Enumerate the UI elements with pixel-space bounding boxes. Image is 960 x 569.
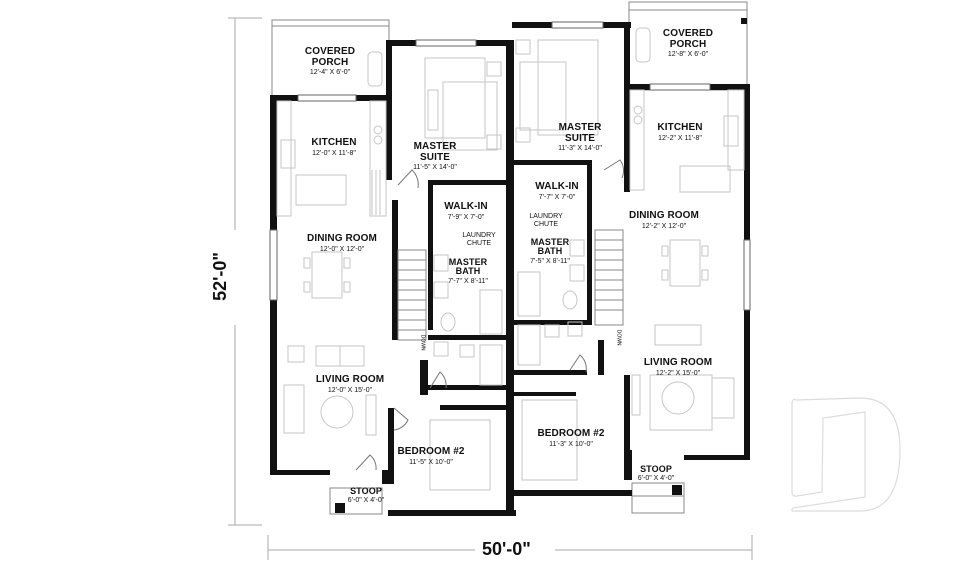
room-name: LIVING ROOM: [643, 357, 713, 368]
room-name: PORCH: [311, 56, 349, 68]
room-name: BATH: [455, 266, 481, 277]
room-name: PORCH: [669, 38, 707, 50]
room-label-right-master-bath: MASTER BATH 7'-5" X 8'-11": [530, 237, 570, 265]
label-text: CHUTE: [466, 239, 492, 247]
room-label-left-kitchen: KITCHEN 12'-0" X 11'-8": [311, 137, 357, 157]
room-dimensions: 12'-8" X 6'-0": [667, 51, 709, 58]
room-label-left-walk-in: WALK-IN 7'-9" X 7'-0": [444, 201, 488, 221]
stair-down-label-right: DOWN: [615, 329, 622, 346]
room-label-right-master-suite: MASTER SUITE 11'-3" X 14'-0": [558, 122, 602, 152]
label-text: LAUNDRY: [462, 232, 496, 239]
room-name: MASTER: [558, 122, 602, 133]
stair-down-label-left: DOWN: [419, 334, 426, 351]
windows: [269, 21, 751, 311]
room-name: COVERED: [662, 28, 714, 39]
room-dimensions: 7'-7" X 7'-0": [538, 193, 576, 201]
room-dimensions: 12'-0" X 15'-0": [327, 386, 373, 394]
room-dimensions: 12'-2" X 11'-8": [658, 134, 702, 142]
room-name: KITCHEN: [657, 122, 703, 133]
room-label-right-stoop: STOOP 6'-0" X 4'-0": [637, 464, 675, 483]
room-dimensions: 12'-0" X 11'-8": [312, 149, 356, 157]
room-dimensions: 11'-3" X 10'-0": [549, 440, 593, 448]
room-name: WALK-IN: [535, 181, 579, 192]
label-text: DOWN: [419, 334, 426, 351]
room-dimensions: 6'-0" X 4'-0": [637, 475, 675, 483]
door-swings: [355, 159, 625, 471]
label-left-laundry-chute: LAUNDRY CHUTE: [462, 232, 495, 247]
room-name: STOOP: [350, 486, 382, 496]
overall-depth-dimension: 52'-0": [209, 252, 230, 301]
room-dimensions: 11'-3" X 14'-0": [558, 145, 602, 152]
room-name: STOOP: [640, 464, 672, 474]
room-label-right-covered-porch: COVERED PORCH 12'-8" X 6'-0": [662, 28, 714, 58]
room-label-left-bedroom-2: BEDROOM #2 11'-5" X 10'-0": [397, 446, 465, 466]
label-right-laundry-chute: LAUNDRY CHUTE: [529, 213, 562, 228]
room-name: SUITE: [565, 132, 595, 144]
room-label-left-covered-porch: COVERED PORCH 12'-4" X 6'-0": [304, 46, 356, 76]
label-text: LAUNDRY: [529, 213, 563, 220]
room-dimensions: 7'-9" X 7'-0": [447, 213, 485, 221]
furniture: [276, 27, 745, 491]
room-name: MASTER: [448, 257, 488, 267]
room-name: MASTER: [413, 141, 457, 152]
room-dimensions: 12'-2" X 12'-0": [641, 222, 687, 230]
room-label-right-living-room: LIVING ROOM 12'-2" X 15'-0": [643, 357, 713, 377]
overall-width-dimension: 50'-0": [482, 539, 531, 559]
room-dimensions: 7'-7" X 8'-11": [448, 277, 488, 285]
room-name: SUITE: [420, 151, 450, 163]
room-dimensions: 7'-5" X 8'-11": [530, 257, 570, 265]
room-name: BEDROOM #2: [397, 446, 465, 457]
room-name: LIVING ROOM: [315, 374, 385, 385]
room-label-right-dining-room: DINING ROOM 12'-2" X 12'-0": [629, 210, 699, 230]
room-name: COVERED: [304, 46, 356, 57]
room-dimensions: 11'-5" X 10'-0": [409, 458, 453, 466]
watermark-logo: [791, 397, 901, 512]
room-name: WALK-IN: [444, 201, 488, 212]
room-label-left-master-bath: MASTER BATH 7'-7" X 8'-11": [448, 257, 488, 285]
room-name: BEDROOM #2: [537, 428, 605, 439]
room-dimensions: 12'-4" X 6'-0": [309, 69, 351, 76]
room-label-left-dining-room: DINING ROOM 12'-0" X 12'-0": [307, 233, 377, 253]
room-name: DINING ROOM: [629, 210, 699, 221]
room-dimensions: 12'-0" X 12'-0": [319, 245, 365, 253]
label-text: CHUTE: [533, 220, 559, 228]
room-label-right-kitchen: KITCHEN 12'-2" X 11'-8": [657, 122, 703, 142]
room-dimensions: 11'-5" X 14'-0": [413, 164, 457, 171]
room-name: BATH: [537, 246, 563, 257]
room-dimensions: 12'-2" X 15'-0": [655, 369, 701, 377]
room-name: DINING ROOM: [307, 233, 377, 244]
room-name: MASTER: [530, 237, 570, 247]
room-label-right-bedroom-2: BEDROOM #2 11'-3" X 10'-0": [537, 428, 605, 448]
dimension-lines: [228, 17, 753, 560]
room-label-left-master-suite: MASTER SUITE 11'-5" X 14'-0": [413, 141, 457, 171]
room-label-right-walk-in: WALK-IN 7'-7" X 7'-0": [535, 181, 579, 201]
room-name: KITCHEN: [311, 137, 357, 148]
room-label-left-stoop: STOOP 6'-0" X 4'-0": [347, 486, 385, 505]
label-text: DOWN: [615, 329, 622, 346]
room-dimensions: 6'-0" X 4'-0": [347, 497, 385, 505]
room-label-left-living-room: LIVING ROOM 12'-0" X 15'-0": [315, 374, 385, 394]
